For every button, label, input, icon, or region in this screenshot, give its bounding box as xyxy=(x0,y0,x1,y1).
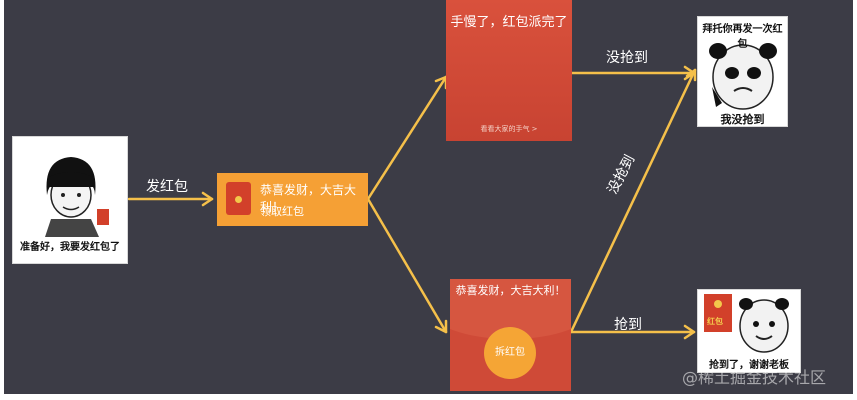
arrow-to-top-envelope xyxy=(366,75,448,201)
open-envelope-greeting: 恭喜发财，大吉大利！ xyxy=(455,284,566,297)
panda-happy-icon xyxy=(704,294,789,353)
missed-meme-caption-bottom: 我没抢到 xyxy=(720,113,765,126)
label-got: 抢到 xyxy=(614,317,642,333)
panda-crying-icon xyxy=(709,43,777,110)
envelope-missed-screen: 手慢了，红包派完了 看看大家的手气 > xyxy=(446,0,572,141)
got-meme-card: 红包 抢到了，谢谢老板 xyxy=(697,289,801,373)
red-envelope-message[interactable]: 恭喜发财，大吉大利！ 领取红包 xyxy=(217,173,368,226)
sender-face-icon xyxy=(45,157,109,237)
arrow-got xyxy=(569,324,696,340)
arrow-send xyxy=(127,191,214,207)
red-packet-icon xyxy=(226,182,251,215)
arrow-to-bottom-envelope xyxy=(366,197,448,334)
got-meme-envelope-text: 红包 xyxy=(707,317,723,326)
envelope-claim-link[interactable]: 领取红包 xyxy=(260,205,304,218)
missed-meme-caption-top: 拜托你再发一次红包 xyxy=(702,24,783,50)
missed-title: 手慢了，红包派完了 xyxy=(450,15,568,30)
envelope-greeting: 恭喜发财，大吉大利！ xyxy=(260,183,357,214)
arrow-top-missed xyxy=(570,65,696,81)
watermark: @稀土掘金技术社区 xyxy=(682,368,827,387)
see-luck-link[interactable]: 看看大家的手气 > xyxy=(480,125,538,133)
sender-meme-card: 准备好，我要发红包了 xyxy=(12,136,128,264)
sender-caption: 准备好，我要发红包了 xyxy=(20,242,120,253)
envelope-open-screen: 恭喜发财，大吉大利！ 拆红包 xyxy=(450,279,571,391)
missed-meme-card: 拜托你再发一次红包 我没抢到 xyxy=(697,16,788,127)
label-missed-top: 没抢到 xyxy=(606,50,648,66)
label-send: 发红包 xyxy=(146,179,188,195)
open-envelope-button[interactable]: 拆红包 xyxy=(484,327,536,379)
got-meme-caption: 抢到了，谢谢老板 xyxy=(709,360,789,371)
arrow-diag-missed xyxy=(569,68,697,334)
